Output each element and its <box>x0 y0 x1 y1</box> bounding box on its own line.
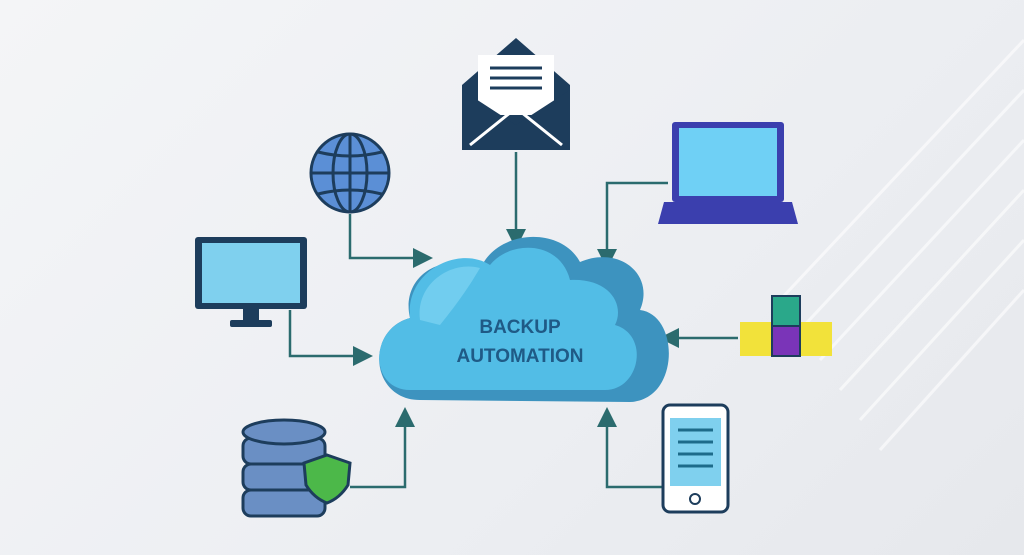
connector-phone <box>597 407 662 489</box>
envelope-icon <box>462 38 570 150</box>
secure-database-icon <box>241 418 352 518</box>
cloud-label-line2: AUTOMATION <box>456 346 583 367</box>
cloud-label-line1: BACKUP <box>479 317 561 338</box>
connectors <box>288 152 738 489</box>
connector-monitor <box>288 310 373 366</box>
globe-icon <box>309 132 391 214</box>
background-stripes <box>778 38 1024 452</box>
smartphone-icon <box>661 403 730 514</box>
blocks-icon <box>740 295 832 357</box>
connector-globe <box>348 214 433 268</box>
monitor-icon <box>195 237 307 327</box>
connector-database <box>350 407 415 489</box>
cloud: BACKUP AUTOMATION <box>379 236 669 402</box>
connector-laptop <box>597 181 668 269</box>
laptop-icon <box>658 122 798 224</box>
